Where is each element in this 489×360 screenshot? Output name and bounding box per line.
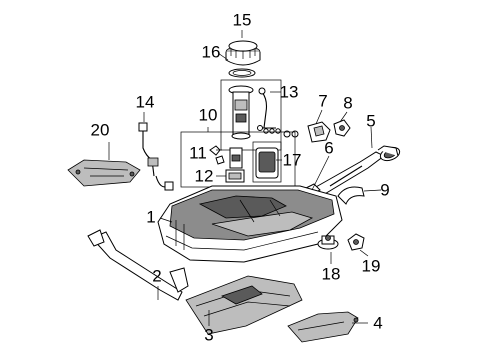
- part-seal-ring: [228, 68, 256, 78]
- part-20-shield: [67, 159, 141, 187]
- callout-16: 16: [202, 43, 221, 62]
- callout-9: 9: [380, 181, 389, 200]
- callout-8: 8: [343, 94, 352, 113]
- callout-12: 12: [195, 167, 214, 186]
- part-vent-hose: [337, 186, 365, 205]
- callout-14: 14: [136, 93, 155, 112]
- callout-4: 4: [373, 314, 382, 333]
- part-11-fitting: [209, 145, 225, 165]
- callout-5: 5: [366, 112, 375, 131]
- part-12-filter: [225, 147, 245, 183]
- part-2-strap: [87, 229, 189, 301]
- part-17-sender: [252, 141, 282, 183]
- leader-lines: [108, 30, 382, 326]
- callout-19: 19: [362, 257, 381, 276]
- callout-17: 17: [283, 151, 302, 170]
- part-18-valve: [317, 235, 339, 250]
- callout-6: 6: [324, 139, 333, 158]
- callout-10: 10: [199, 106, 218, 125]
- part-filler-neck: [299, 145, 401, 205]
- part-1-fuel-tank: [157, 185, 343, 263]
- callout-18: 18: [322, 265, 341, 284]
- part-3-lower-shield: [185, 275, 303, 335]
- part-7-bracket: [307, 121, 331, 143]
- callout-2: 2: [152, 267, 161, 286]
- part-fuel-pump-module: [228, 85, 281, 140]
- part-19-rollover-valve: [347, 233, 365, 251]
- callout-11: 11: [189, 144, 207, 163]
- callout-20: 20: [91, 121, 110, 140]
- callout-1: 1: [146, 208, 155, 227]
- part-fuel-cap: [225, 40, 261, 66]
- callout-7: 7: [318, 92, 327, 111]
- part-8-clip: [333, 119, 351, 137]
- callout-13: 13: [280, 83, 299, 102]
- callout-15: 15: [233, 11, 252, 30]
- pump-module-box: [220, 79, 282, 151]
- callout-3: 3: [204, 326, 213, 345]
- part-4-shield: [287, 311, 359, 343]
- part-14-harness: [138, 122, 174, 191]
